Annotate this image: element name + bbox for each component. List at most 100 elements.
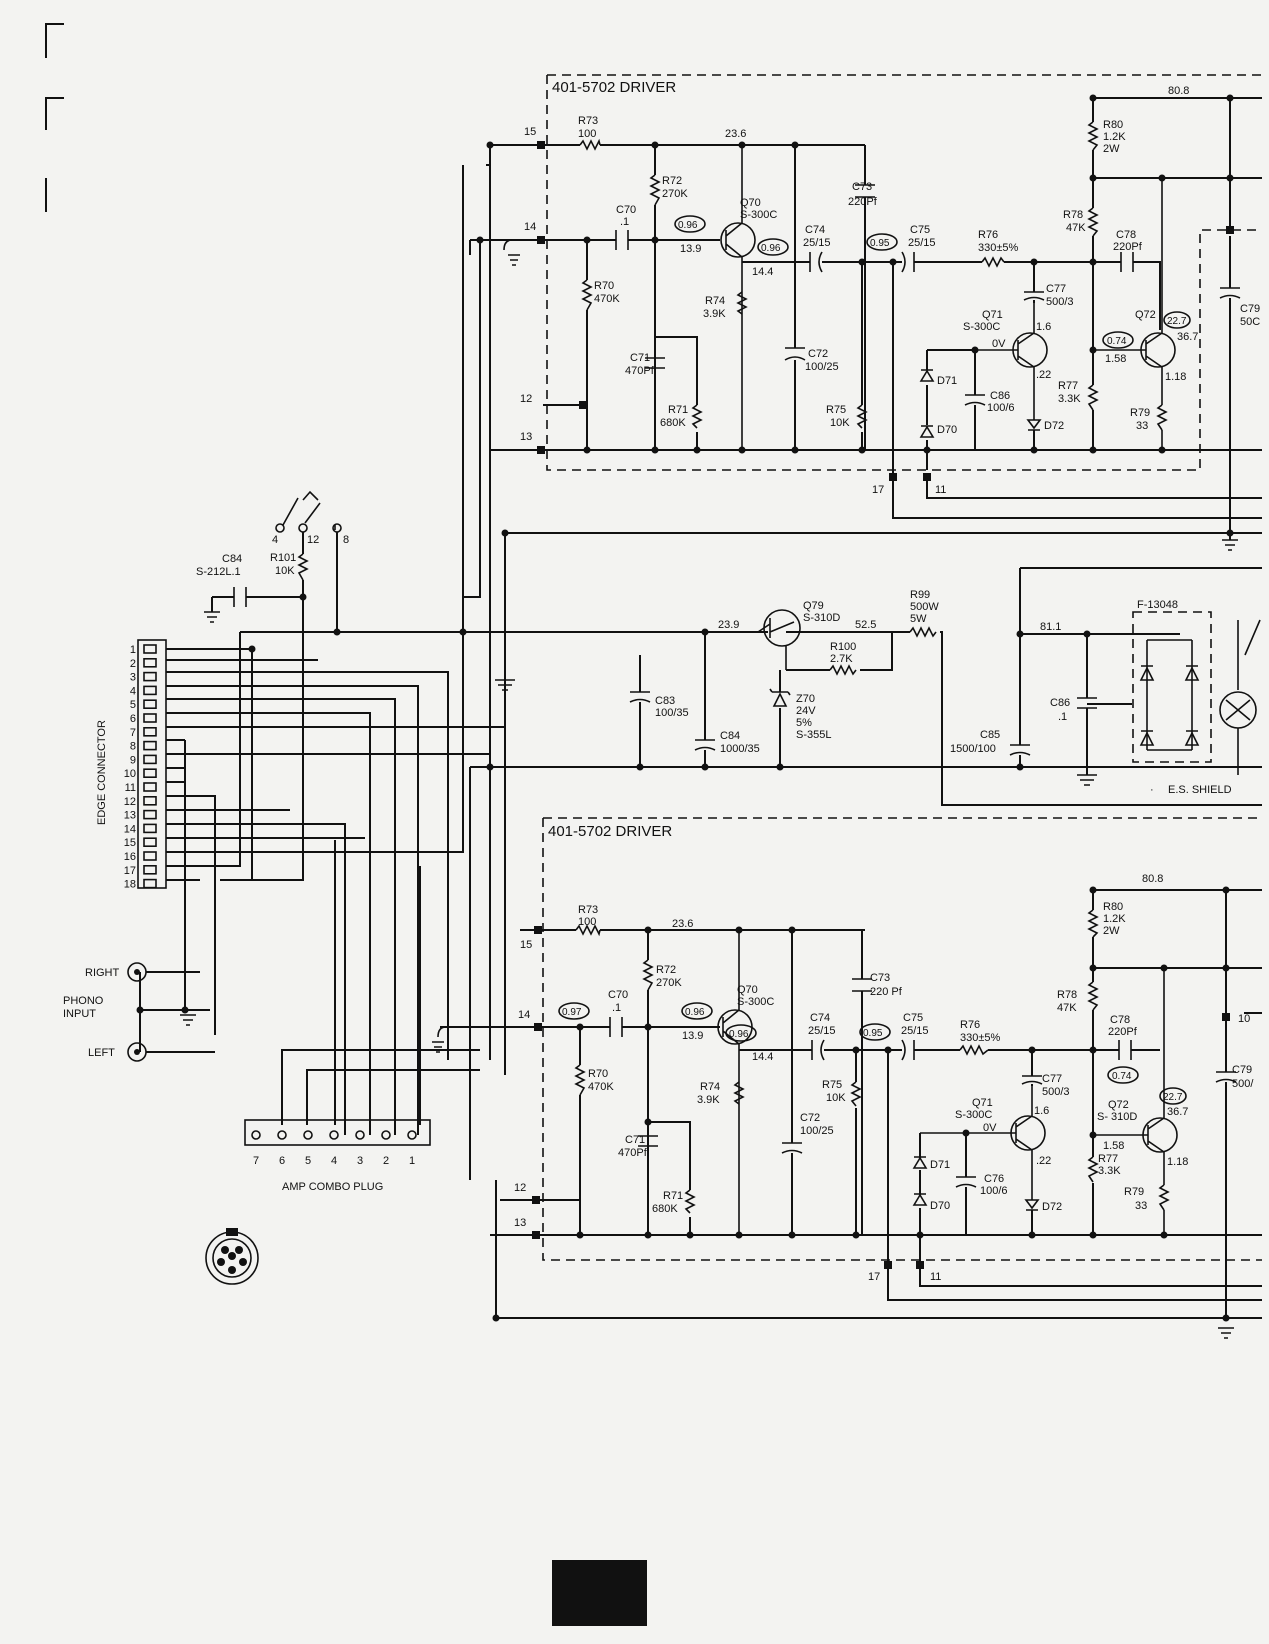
plug-pin-label: 4 [331,1155,337,1167]
voltage-badge-text: 0.95 [863,1028,883,1039]
junction-dot [333,628,341,636]
pin-label: 12 [520,393,532,405]
pin-15 [537,141,545,149]
pin-12 [532,1196,540,1204]
pin-11 [916,1261,924,1269]
junction-dot [1089,886,1097,894]
r73-value: 100 [578,916,596,928]
c74-cap [809,251,823,273]
c78-wire [1093,261,1161,330]
r76-value: 330±5% [960,1032,1001,1044]
r80-value: 1.2K [1103,131,1126,143]
c86-label: C86 [990,390,1010,402]
phono-wires [139,740,215,1053]
r71-value: 680K [652,1203,678,1215]
r80-label: R80 [1103,119,1123,131]
r80-resistor [1087,909,1099,938]
c77-value: 500/3 [1042,1086,1070,1098]
r70-resistor [574,1064,586,1096]
r74-label: R74 [700,1081,720,1093]
input-section: 4 12 8 R101 10K C84 S-212L.1 EDGE CONNEC… [63,145,515,1285]
r80-r78-wire [1092,98,1262,450]
ground-symbol [495,679,515,691]
junction-dot [1083,630,1091,638]
top-driver-title: 401-5702 DRIVER [552,79,676,96]
junction-dot [1089,174,1097,182]
junction-dots [136,94,1234,1322]
q72-leads [1093,178,1163,450]
top-driver-block: 401-5702 DRIVER 80.8 R73 100 23.6 15 14 … [470,74,1262,551]
junction-dot [1089,258,1097,266]
r78-value: 47K [1057,1002,1077,1014]
z70-value: S-355L [796,729,831,741]
c85-wire [1019,567,1262,767]
r71-label: R71 [668,404,688,416]
q70-transistor [720,222,756,258]
voltage-label: 36.7 [1167,1106,1188,1118]
junction-dot [701,628,709,636]
c75-label: C75 [910,224,930,236]
pin-14 [537,236,545,244]
voltage-badge [1102,331,1134,349]
pin-label: 10 [1238,1013,1250,1025]
junction-dot [501,529,509,537]
voltage-label: 1.18 [1165,371,1186,383]
c85-value: 1500/100 [950,743,996,755]
c71-value: 470Pf [618,1147,648,1159]
plug-pin-label: 7 [253,1155,259,1167]
c84-left-wire [211,596,303,612]
voltage-label: 1.58 [1103,1140,1124,1152]
c72-cap [784,347,806,361]
c74-value: 25/15 [803,237,831,249]
junction-dot [576,1023,584,1031]
d70-diode [912,1193,928,1206]
c83-cap [629,691,651,703]
voltage-badge-text: 0.96 [761,243,781,254]
junction-dot [852,1046,860,1054]
plug-pin-label: 5 [305,1155,311,1167]
c72-value: 100/25 [805,361,839,373]
q71-label: Q71 [982,309,1003,321]
scan-artifact [552,1560,647,1626]
r74-value: 3.9K [703,308,726,320]
r80-value: 1.2K [1103,913,1126,925]
r75-resistor [850,1081,862,1107]
r79-resistor [1156,404,1168,431]
junction-dot [852,1231,860,1239]
junction-dot [636,763,644,771]
voltage-label: 0V [992,338,1006,350]
junction-dot [1158,174,1166,182]
r77-value: 3.3K [1058,393,1081,405]
junction-dot [1030,446,1038,454]
pin-13 [532,1231,540,1239]
junction-dot [693,446,701,454]
q70-value: S-300C [740,209,777,221]
plug-wires [281,840,480,1125]
junction-dot [735,1231,743,1239]
z70-value: 24V [796,705,816,717]
plug-pin [329,1130,339,1140]
r71-label: R71 [663,1190,683,1202]
r72-resistor [642,959,654,991]
c84-label: C84 [720,730,740,742]
r74-label: R74 [705,295,725,307]
r99-label: R99 [910,589,930,601]
voltage-label: 36.7 [1177,331,1198,343]
c85-label: C85 [980,729,1000,741]
r77-value: 3.3K [1098,1165,1121,1177]
junction-dot [492,1314,500,1322]
c83-value: 100/35 [655,707,689,719]
r80-resistor [1087,121,1099,151]
ground-symbol [503,239,520,266]
junction-dot [923,446,931,454]
voltage-label: 13.9 [682,1030,703,1042]
r73-value: 100 [578,128,596,140]
edge-pin-label: 14 [124,823,136,835]
edge-pin [143,644,157,654]
r77-label: R77 [1058,380,1078,392]
c71-r71-wire [648,1121,691,1235]
ground-symbol [180,1014,196,1026]
q72-label: Q72 [1135,309,1156,321]
junction-dot [644,1231,652,1239]
